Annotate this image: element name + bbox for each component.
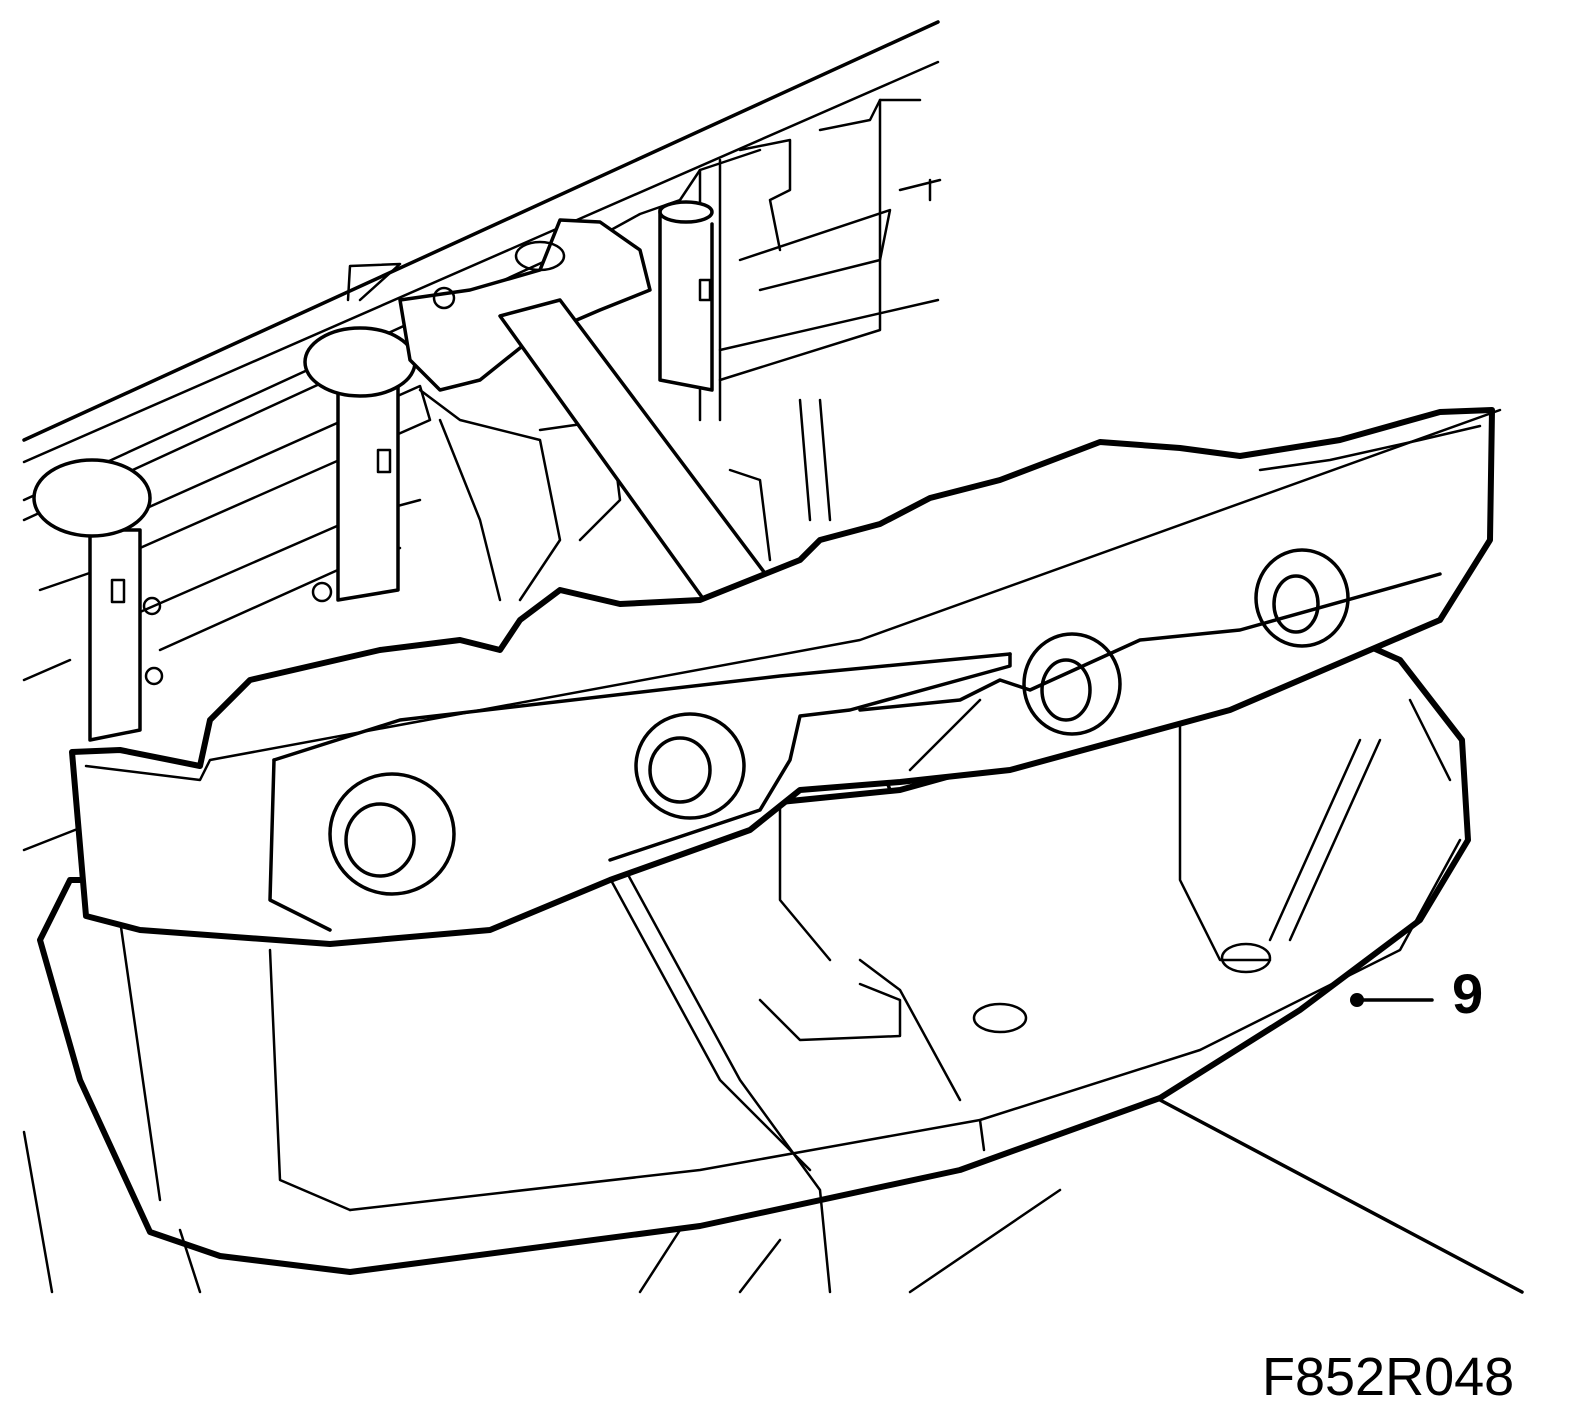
callout-9-leader (1350, 993, 1434, 1007)
figure-code: F852R048 (1262, 1347, 1515, 1407)
bumper-beam-hole-3 (1022, 632, 1122, 736)
bumper-beam-hole-2 (634, 712, 746, 820)
hook-bracket (398, 218, 772, 602)
upper-post (658, 200, 714, 392)
bumper-mount-stud-right (303, 326, 417, 603)
bumper-mount-stud-left (32, 458, 164, 742)
bumper-cover-lower (37, 617, 1471, 1294)
under-lines (22, 1098, 1524, 1294)
callout-label: 9 (1452, 962, 1484, 1025)
bumper-beam (69, 407, 1502, 947)
bumper-beam-hole-4 (1254, 548, 1350, 648)
bumper-beam-hole-1 (328, 772, 456, 896)
